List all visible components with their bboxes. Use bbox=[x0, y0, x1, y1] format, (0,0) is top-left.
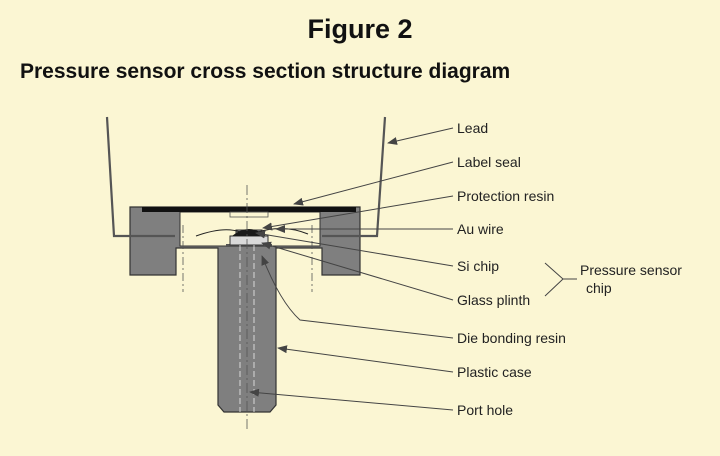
label-au-wire: Au wire bbox=[457, 221, 504, 237]
leader-label-seal bbox=[293, 161, 454, 206]
label-label-seal: Label seal bbox=[457, 154, 521, 170]
leader-glass-plinth bbox=[261, 241, 454, 301]
figure-title: Figure 2 bbox=[307, 14, 413, 44]
leader-die-bonding-resin bbox=[261, 255, 454, 339]
label-protection-resin: Protection resin bbox=[457, 188, 554, 204]
label-lead: Lead bbox=[457, 120, 488, 136]
group-label-line2: chip bbox=[586, 280, 612, 296]
label-port-hole: Port hole bbox=[457, 402, 513, 418]
figure-subtitle: Pressure sensor cross section structure … bbox=[20, 60, 511, 83]
label-seal bbox=[142, 207, 356, 212]
group-label-line1: Pressure sensor bbox=[580, 262, 682, 278]
leader-plastic-case bbox=[277, 345, 454, 373]
glass-plinth bbox=[229, 235, 269, 246]
label-glass-plinth: Glass plinth bbox=[457, 292, 530, 308]
plastic-case-body bbox=[129, 206, 361, 413]
label-si-chip: Si chip bbox=[457, 258, 499, 274]
au-wire-left bbox=[195, 229, 241, 237]
chip-group-bracket bbox=[544, 262, 564, 297]
leader-si-chip bbox=[255, 230, 454, 267]
lead-left bbox=[105, 116, 175, 238]
top-recess bbox=[229, 211, 269, 218]
leader-port-hole bbox=[249, 388, 454, 411]
label-plastic-case: Plastic case bbox=[457, 364, 532, 380]
lead-right bbox=[322, 116, 387, 238]
leader-protection-resin bbox=[262, 195, 454, 231]
label-die-bonding-resin: Die bonding resin bbox=[457, 330, 566, 346]
leader-lead bbox=[387, 127, 454, 145]
